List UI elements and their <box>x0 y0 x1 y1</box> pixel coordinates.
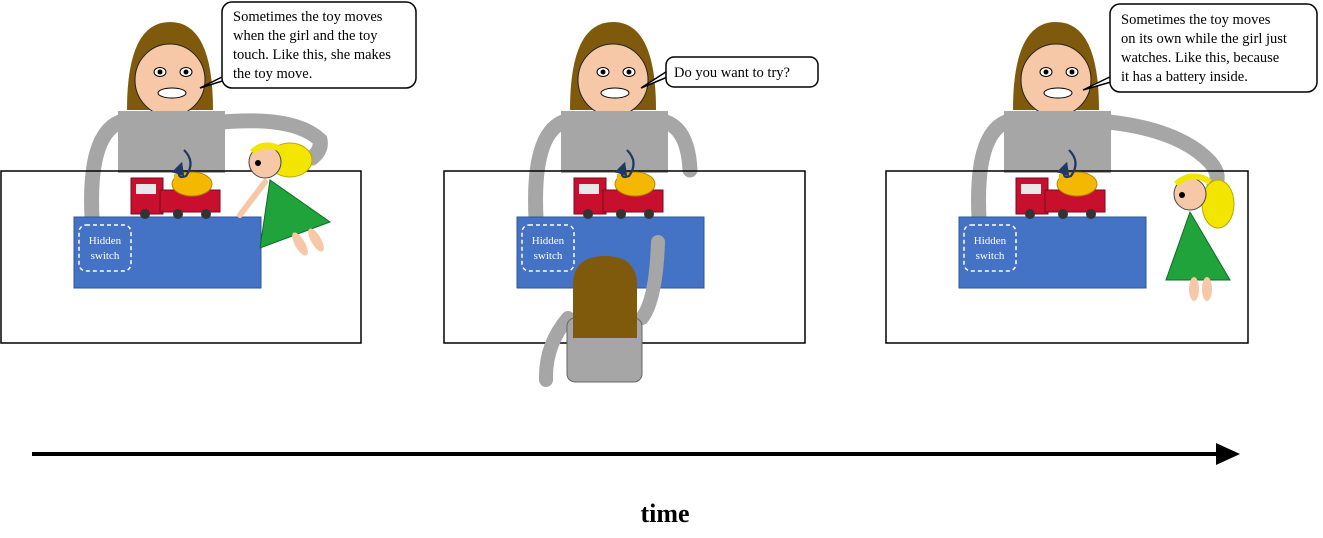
svg-text:switch: switch <box>976 250 1005 262</box>
svg-text:when the girl and the toy: when the girl and the toy <box>233 28 378 44</box>
switch-label-line-2: switch <box>976 250 1005 262</box>
svg-text:switch: switch <box>534 250 563 262</box>
svg-text:watches. Like this, because: watches. Like this, because <box>1121 50 1279 66</box>
experimenter-face <box>577 43 649 117</box>
doll <box>1165 173 1235 301</box>
rotation-arrow <box>171 149 192 179</box>
speech-bubble-2: Do you want to try? <box>640 56 819 89</box>
blue-box <box>73 216 262 289</box>
child-left-arm <box>538 311 575 387</box>
timeline: time <box>32 443 1240 528</box>
hidden-switch <box>963 224 1017 272</box>
svg-text:it has a battery inside.: it has a battery inside. <box>1121 69 1248 85</box>
speech-1-line-3: touch. Like this, she makes <box>233 47 391 63</box>
panel-3: Hidden switch Sometimes the t <box>885 3 1318 344</box>
rotation-arrow <box>614 149 635 179</box>
speech-3-line-3: watches. Like this, because <box>1121 50 1279 66</box>
speech-3-line-4: it has a battery inside. <box>1121 69 1248 85</box>
doll-dress <box>1165 210 1231 281</box>
switch-label-line-2: switch <box>534 250 563 262</box>
rotation-arrow <box>1056 149 1077 179</box>
svg-text:Sometimes the toy moves: Sometimes the toy moves <box>1121 12 1271 28</box>
toy-truck <box>130 171 221 219</box>
svg-text:on its own while the girl just: on its own while the girl just <box>1121 31 1287 47</box>
experimenter-mouth <box>157 87 187 99</box>
timeline-arrow-head <box>1216 443 1240 465</box>
svg-text:Do you want to try?: Do you want to try? <box>674 65 790 81</box>
doll <box>237 142 332 256</box>
child-hair <box>573 256 637 338</box>
experimenter-face <box>134 43 206 117</box>
experimenter-body <box>561 111 668 173</box>
switch-label-line-1: Hidden <box>89 235 122 247</box>
speech-1-line-1: Sometimes the toy moves <box>233 9 383 25</box>
toy-truck <box>573 171 664 219</box>
experimenter-left-arm <box>528 114 571 226</box>
svg-text:Hidden: Hidden <box>89 235 122 247</box>
child-right-arm <box>635 235 665 325</box>
switch-label-line-1: Hidden <box>974 235 1007 247</box>
experimenter-body <box>118 111 225 173</box>
experimenter-right-arm <box>1101 114 1225 194</box>
speech-3-line-1: Sometimes the toy moves <box>1121 12 1271 28</box>
experimenter-mouth <box>1043 87 1073 99</box>
panel-1: Hidden switch <box>0 1 417 344</box>
speech-bubble-3: Sometimes the toy moves on its own while… <box>1082 3 1318 93</box>
speech-1-line-4: the toy move. <box>233 66 312 82</box>
experimenter-face <box>1020 43 1092 117</box>
experimenter-left-arm <box>971 114 1014 226</box>
experimenter-mouth <box>600 87 630 99</box>
toy-truck <box>1015 171 1106 219</box>
speech-3-line-2: on its own while the girl just <box>1121 31 1287 47</box>
switch-label-line-2: switch <box>91 250 120 262</box>
svg-text:Hidden: Hidden <box>532 235 565 247</box>
experimenter-body <box>1004 111 1111 173</box>
experimenter-left-arm <box>84 114 128 226</box>
speech-bubble-1: Sometimes the toy moves when the girl an… <box>199 1 417 89</box>
child-from-behind <box>538 235 665 387</box>
blue-box <box>958 216 1147 289</box>
experimenter-right-arm <box>215 113 328 166</box>
timeline-label: time <box>640 499 689 528</box>
svg-text:the toy move.: the toy move. <box>233 66 312 82</box>
hidden-switch <box>521 224 575 272</box>
speech-2-line-1: Do you want to try? <box>674 65 790 81</box>
svg-text:Hidden: Hidden <box>974 235 1007 247</box>
svg-text:Sometimes the toy moves: Sometimes the toy moves <box>233 9 383 25</box>
experimenter-right-arm <box>658 114 698 178</box>
switch-label-line-1: Hidden <box>532 235 565 247</box>
svg-text:switch: switch <box>91 250 120 262</box>
svg-text:touch. Like this, she makes: touch. Like this, she makes <box>233 47 391 63</box>
speech-1-line-2: when the girl and the toy <box>233 28 378 44</box>
hidden-switch <box>78 224 132 272</box>
panel-2: Hidden switch Do you want to try? <box>443 22 819 387</box>
svg-text:time: time <box>640 499 689 528</box>
